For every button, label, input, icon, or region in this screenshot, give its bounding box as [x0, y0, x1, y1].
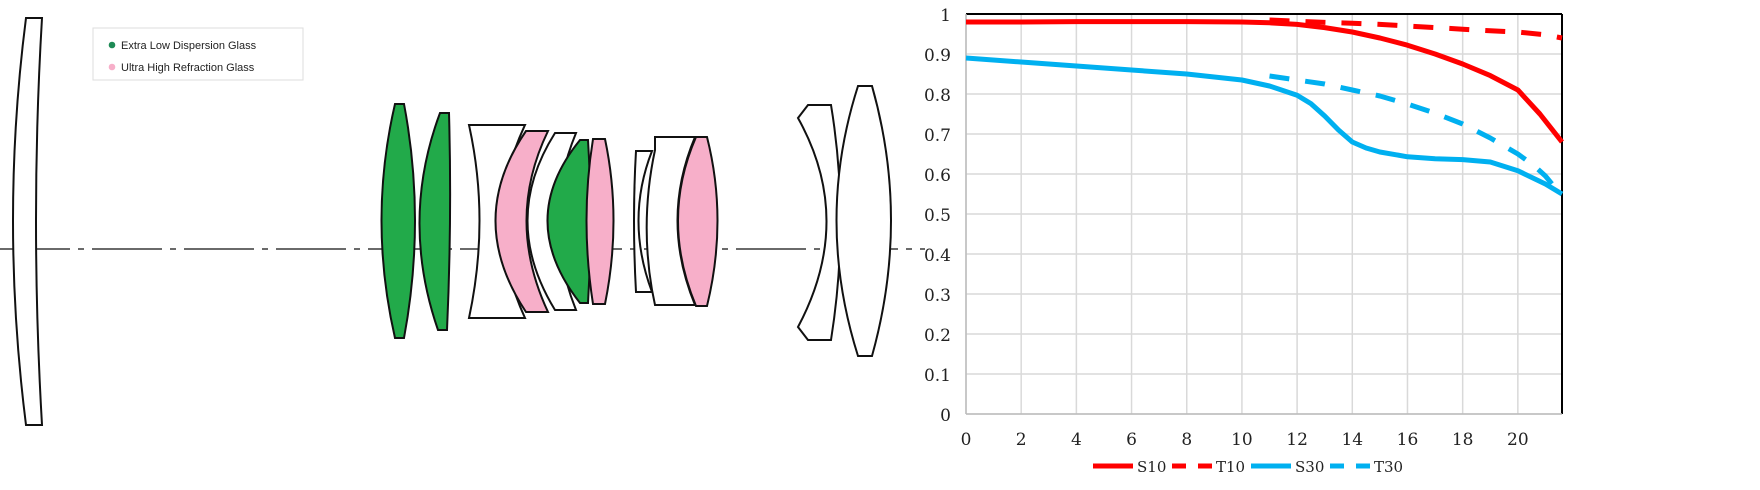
uhr-glass-dot-icon	[108, 63, 116, 71]
legend-label-t30: T30	[1374, 458, 1403, 476]
y-tick-label: 0.3	[924, 286, 951, 306]
y-tick-label: 0.9	[924, 46, 951, 66]
x-tick-label: 20	[1507, 430, 1529, 450]
lens-element-1	[12, 17, 44, 426]
ed-glass-dot-icon	[108, 41, 116, 49]
x-tick-label: 10	[1231, 430, 1253, 450]
legend-label-s30: S30	[1295, 458, 1324, 476]
x-tick-label: 18	[1452, 430, 1474, 450]
chart-legend: S10 T10 S30 T30	[1093, 458, 1403, 476]
glass-legend-uhr-label: Ultra High Refraction Glass	[121, 62, 255, 74]
lens-element-7	[796, 104, 842, 341]
x-axis-ticks: 0 2 4 6 8 10 12 14 16 18 20	[961, 430, 1529, 450]
lens-diagram: Extra Low Dispersion Glass Ultra High Re…	[0, 17, 925, 426]
x-tick-label: 12	[1286, 430, 1308, 450]
x-tick-label: 2	[1016, 430, 1027, 450]
y-tick-label: 0.2	[924, 326, 951, 346]
x-tick-label: 0	[961, 430, 972, 450]
lens-element-uhr-3	[677, 136, 719, 307]
glass-legend-box	[92, 27, 304, 81]
x-tick-label: 6	[1126, 430, 1137, 450]
x-tick-label: 14	[1341, 430, 1363, 450]
y-tick-label: 1	[940, 6, 951, 26]
chart-series	[965, 17, 1564, 198]
mtf-chart: 0 0.1 0.2 0.3 0.4 0.5 0.6 0.7 0.8 0.9 1 0 2 4 6 8 10 12 1…	[924, 6, 1564, 476]
series-line-t30	[1269, 73, 1564, 198]
series-line-t10	[1269, 17, 1563, 41]
lens-element-ed-1	[380, 103, 416, 339]
series-line-s30	[965, 55, 1564, 197]
y-tick-label: 0.5	[924, 206, 951, 226]
y-tick-label: 0	[940, 406, 951, 426]
y-tick-label: 0.1	[924, 366, 951, 386]
lens-element-ed-2	[418, 112, 452, 331]
series-line-s10	[966, 19, 1564, 144]
legend-label-t10: T10	[1216, 458, 1245, 476]
x-tick-label: 8	[1181, 430, 1192, 450]
y-axis-ticks: 0 0.1 0.2 0.3 0.4 0.5 0.6 0.7 0.8 0.9 1	[924, 6, 951, 426]
legend-label-s10: S10	[1137, 458, 1166, 476]
lens-element-uhr-1	[494, 130, 550, 313]
y-tick-label: 0.6	[924, 166, 951, 186]
chart-grid	[965, 13, 1563, 415]
y-tick-label: 0.4	[924, 246, 951, 266]
y-tick-label: 0.8	[924, 86, 951, 106]
lens-element-8	[835, 85, 892, 357]
lens-element-uhr-2	[585, 138, 615, 305]
y-tick-label: 0.7	[924, 126, 951, 146]
x-tick-label: 16	[1397, 430, 1419, 450]
x-tick-label: 4	[1071, 430, 1082, 450]
glass-legend-ed-label: Extra Low Dispersion Glass	[121, 40, 257, 52]
